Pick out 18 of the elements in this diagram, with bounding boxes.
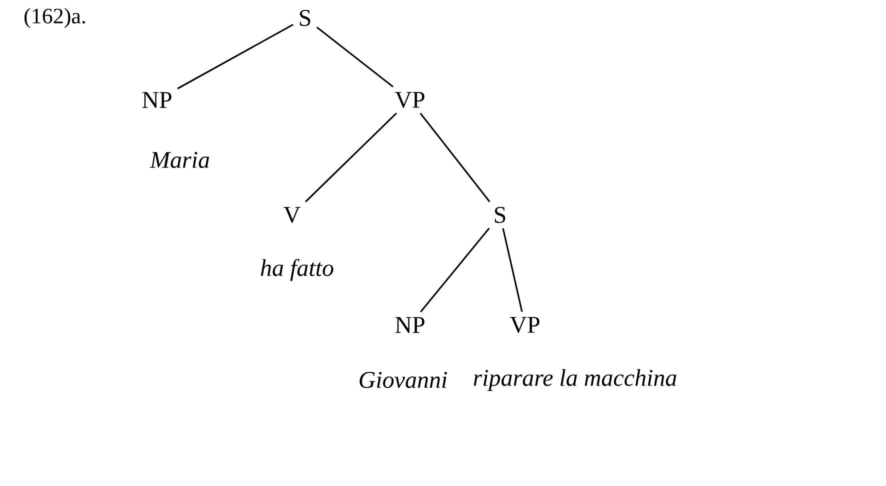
word-label: Giovanni (360, 372, 447, 388)
tree-branch (305, 112, 397, 202)
category-label: VP (510, 316, 540, 334)
tree-branch (420, 228, 490, 312)
tree-branch (420, 112, 490, 202)
category-label: V (284, 206, 300, 224)
category-label: S (300, 10, 310, 26)
category-label: S (494, 206, 506, 224)
category-label: NP (395, 317, 424, 333)
example-number: (162)a. (24, 8, 86, 28)
tree-branch (177, 24, 294, 90)
category-label: VP (394, 92, 424, 108)
word-label: riparare la macchina (474, 369, 676, 391)
tree-branch (502, 228, 523, 312)
category-label: NP (142, 92, 172, 108)
word-label: ha fatto (260, 259, 334, 281)
tree-branch (316, 26, 394, 88)
word-label: Maria (150, 152, 210, 168)
